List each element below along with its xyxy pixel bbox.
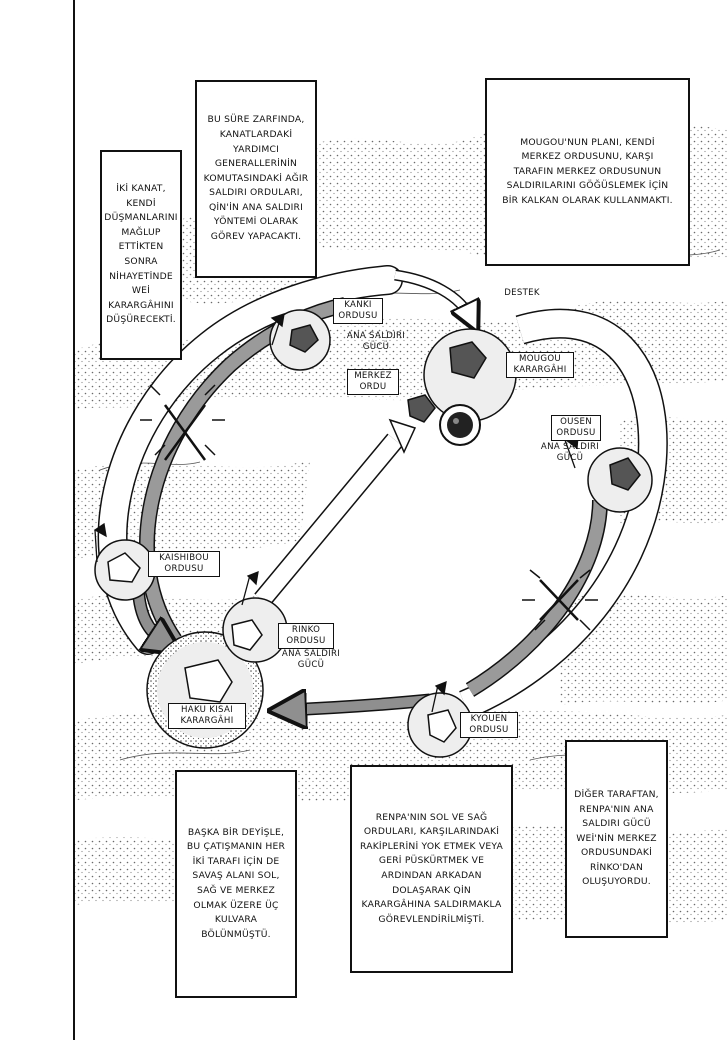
clash-right-icon (522, 569, 598, 631)
caption-right-top-text: MOUGOU'NUN PLANI, KENDİ MERKEZ ORDUSUNU,… (502, 136, 673, 206)
shield-icon (439, 404, 481, 446)
caption-bottom-right: DİĞER TARAFTAN, RENPA'NIN ANA SALDIRI GÜ… (565, 740, 668, 938)
label-destek: DESTEK (504, 288, 540, 298)
left-gutter (0, 0, 74, 1040)
caption-bottom-center-text: RENPA'NIN SOL VE SAĞ ORDULARI, KARŞILARI… (360, 811, 503, 925)
label-haku: HAKU KISAI KARARGÂHI (168, 703, 246, 729)
caption-bottom-left-text: BAŞKA BİR DEYİŞLE, BU ÇATIŞMANIN HER İKİ… (186, 826, 286, 940)
clash-left-icon (140, 384, 225, 461)
caption-left-top-text: İKİ KANAT, KENDİ DÜŞMANLARINI MAĞLUP ETT… (104, 183, 178, 326)
caption-center-top-text: BU SÜRE ZARFINDA, KANATLARDAKİ YARDIMCI … (203, 114, 309, 243)
label-kaishibou: KAISHIBOU ORDUSU (148, 551, 220, 577)
label-rinko: RINKO ORDUSU (278, 623, 334, 649)
panel-border (73, 0, 75, 1040)
caption-bottom-left: BAŞKA BİR DEYİŞLE, BU ÇATIŞMANIN HER İKİ… (175, 770, 297, 998)
center-arrow (254, 418, 417, 607)
label-kanki: KANKI ORDUSU (333, 298, 383, 324)
caption-bottom-center: RENPA'NIN SOL VE SAĞ ORDULARI, KARŞILARI… (350, 765, 513, 973)
label-ousen-sub: ANA SALDIRI GÜCÜ (540, 442, 600, 463)
label-kyouen: KYOUEN ORDUSU (460, 712, 518, 738)
label-kanki-sub: ANA SALDIRI GÜCÜ (346, 331, 406, 352)
army-blocks (107, 324, 641, 743)
label-merkez: MERKEZ ORDU (347, 369, 399, 395)
label-rinko-sub: ANA SALDIRI GÜCÜ (281, 649, 341, 670)
caption-center-top: BU SÜRE ZARFINDA, KANATLARDAKİ YARDIMCI … (195, 80, 317, 278)
label-mougou: MOUGOU KARARGÂHI (506, 352, 574, 378)
label-ousen: OUSEN ORDUSU (551, 415, 601, 441)
caption-bottom-right-text: DİĞER TARAFTAN, RENPA'NIN ANA SALDIRI GÜ… (574, 788, 659, 888)
caption-right-top: MOUGOU'NUN PLANI, KENDİ MERKEZ ORDUSUNU,… (485, 78, 690, 266)
caption-left-top: İKİ KANAT, KENDİ DÜŞMANLARINI MAĞLUP ETT… (100, 150, 182, 360)
